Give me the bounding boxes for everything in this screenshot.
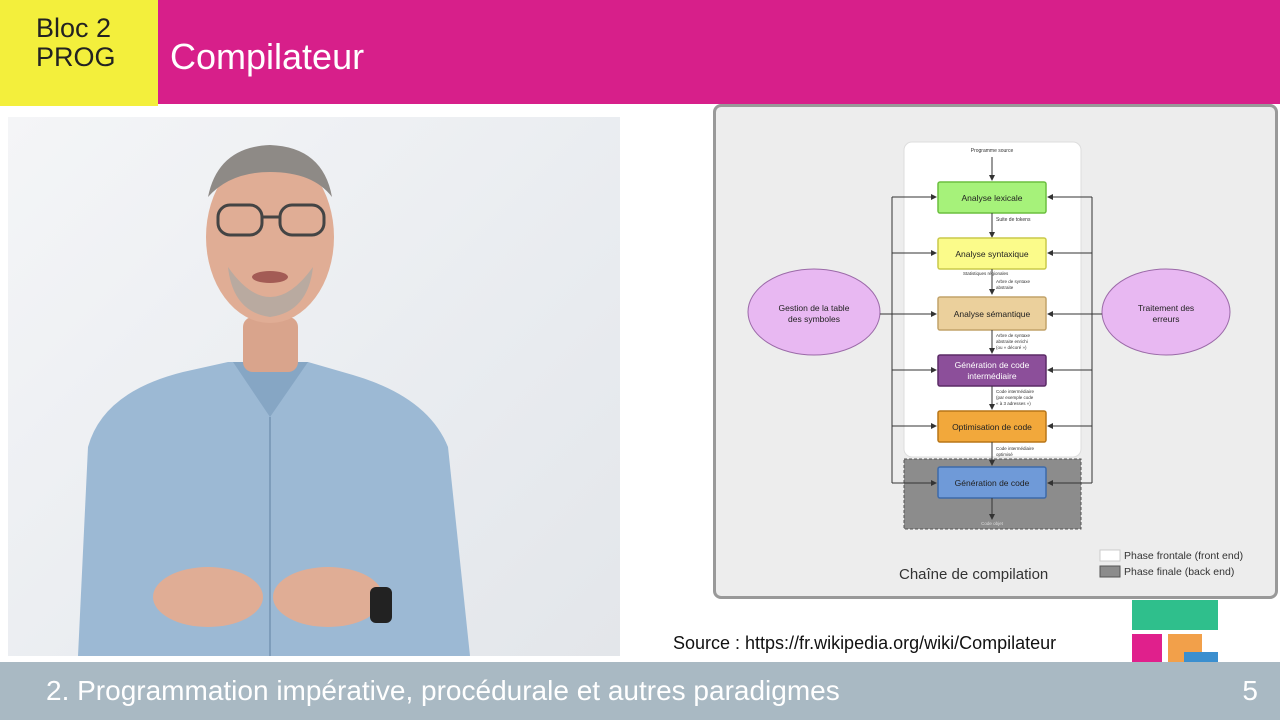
flow-ast-enriched-2: abstraite enrichi: [996, 339, 1028, 344]
stage-syntax-label: Analyse syntaxique: [955, 249, 1029, 259]
stage-optimisation: Optimisation de code: [937, 410, 1047, 443]
stage-semantic: Analyse sémantique: [937, 296, 1047, 331]
stage-ir-generation: Génération de code intermédiaire: [937, 354, 1047, 387]
legend-front-swatch: [1099, 549, 1121, 562]
left-connectors: [880, 194, 937, 486]
flow-stats: Statistiques régionales: [963, 271, 1009, 276]
source-program-label: Programme source: [971, 148, 1014, 154]
footer-bar: 2. Programmation impérative, procédurale…: [0, 662, 1280, 720]
stage-semantic-label: Analyse sémantique: [954, 309, 1031, 319]
stage-ir-label-1: Génération de code: [955, 360, 1030, 370]
header-bar: [0, 0, 1280, 104]
legend: Phase frontale (front end) Phase finale …: [1099, 549, 1243, 578]
source-link[interactable]: Source : https://fr.wikipedia.org/wiki/C…: [673, 633, 1057, 653]
diagram-canvas: Programme source Analyse lexicale Suite …: [747, 141, 1243, 583]
symbol-table-label-2: des symboles: [788, 314, 840, 324]
stage-lexical-label: Analyse lexicale: [962, 193, 1023, 203]
stage-syntax: Analyse syntaxique: [937, 237, 1047, 270]
footer-title: 2. Programmation impérative, procédurale…: [46, 675, 840, 706]
flow-ast-2: abstraite: [996, 285, 1014, 290]
legend-back-label: Phase finale (back end): [1124, 566, 1234, 578]
legend-back-swatch: [1099, 565, 1121, 578]
slide-title: Compilateur: [170, 36, 365, 77]
flow-object-code: Code objet: [981, 521, 1004, 526]
flow-ast-enriched-1: Arbre de syntaxe: [996, 333, 1031, 338]
presenter-video[interactable]: [8, 117, 620, 656]
page-number: 5: [1242, 675, 1258, 706]
flow-ir-1: Code intermédiaire: [996, 389, 1035, 394]
stage-ir-label-2: intermédiaire: [967, 371, 1016, 381]
errors-ellipse: Traitement des erreurs: [1101, 268, 1231, 356]
diagram-caption: Chaîne de compilation: [899, 566, 1048, 583]
stage-code-generation: Génération de code: [937, 466, 1047, 499]
flow-ir-3: « à 3 adresses »): [996, 401, 1031, 406]
symbol-table-label-1: Gestion de la table: [779, 303, 850, 313]
errors-label-2: erreurs: [1153, 314, 1180, 324]
bloc-line2: PROG: [36, 42, 116, 72]
flow-ir-2: (par exemple code: [996, 395, 1034, 400]
right-connectors: [1047, 194, 1102, 486]
flow-tokens: Suite de tokens: [996, 217, 1031, 223]
errors-label-1: Traitement des: [1138, 303, 1194, 313]
presenter-image: [78, 145, 470, 656]
flow-ast-1: Arbre de syntaxe: [996, 279, 1031, 284]
flow-ast-enriched-3: (ou « décoré »): [996, 345, 1027, 350]
compilation-diagram: Programme source Analyse lexicale Suite …: [713, 104, 1278, 599]
stage-optimisation-label: Optimisation de code: [952, 422, 1032, 432]
symbol-table-ellipse: Gestion de la table des symboles: [747, 268, 881, 356]
stage-codegen-label: Génération de code: [955, 478, 1030, 488]
flow-ir-opt-1: Code intermédiaire: [996, 446, 1035, 451]
bloc-badge: Bloc 2 PROG: [0, 0, 158, 106]
bloc-line1: Bloc 2: [36, 13, 112, 43]
stage-lexical: Analyse lexicale: [937, 181, 1047, 214]
legend-front-label: Phase frontale (front end): [1124, 550, 1243, 562]
flow-ir-opt-2: optimisé: [996, 452, 1013, 457]
